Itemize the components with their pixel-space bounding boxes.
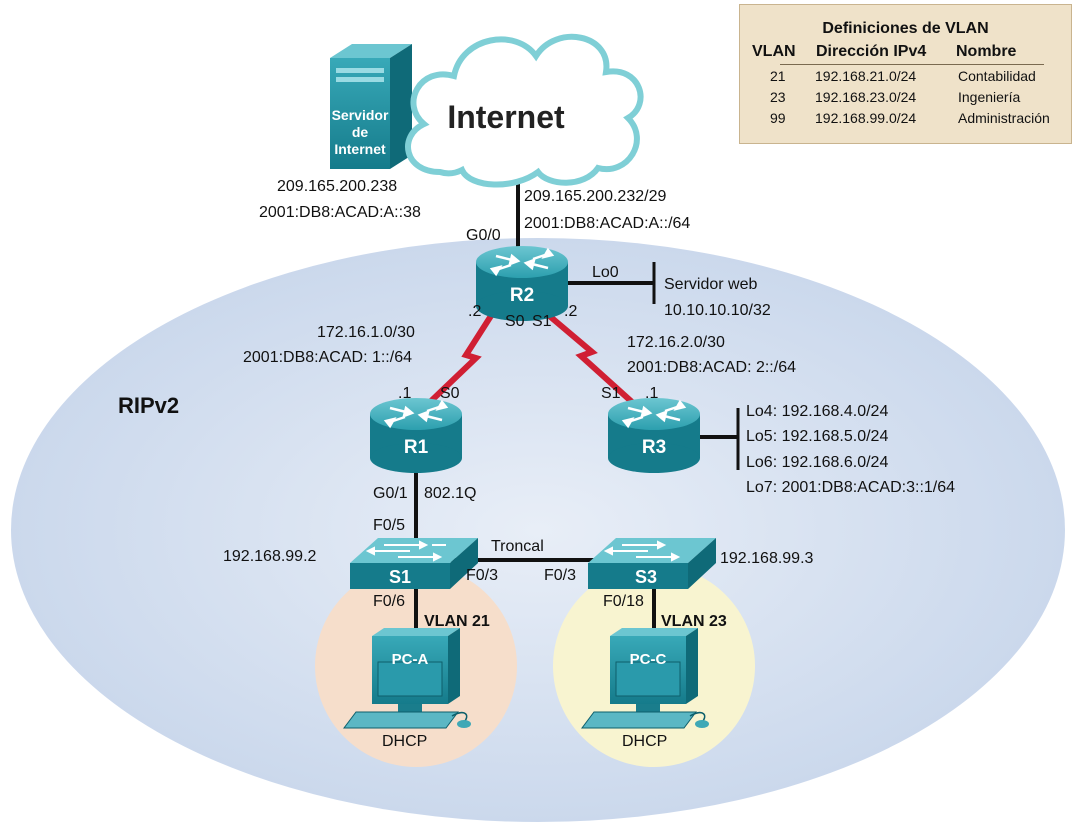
net-r1-r2-ipv6-label: 2001:DB8:ACAD: 1::/64: [243, 349, 412, 366]
isp-network-ipv6-label: 2001:DB8:ACAD:A::/64: [524, 215, 690, 232]
vlan23-label: VLAN 23: [661, 613, 727, 630]
r3-s1-label: S1: [601, 385, 621, 402]
router-r3[interactable]: R3: [608, 398, 700, 473]
vlan-row-1-ipv4: 192.168.21.0/24: [815, 68, 917, 84]
s1-f03-label: F0/3: [466, 567, 498, 584]
vlan21-label: VLAN 21: [424, 613, 490, 630]
s3-f018-label: F0/18: [603, 593, 644, 610]
server-label-line3: Internet: [334, 141, 386, 157]
r2-s1-host-label: .2: [564, 303, 577, 320]
vlan-header-name: Nombre: [956, 43, 1017, 60]
pc-a-label: PC-A: [392, 651, 429, 668]
r3-label: R3: [642, 437, 666, 458]
server-ipv6-label: 2001:DB8:ACAD:A::38: [259, 204, 421, 221]
server-label-line1: Servidor: [332, 107, 389, 123]
pc-a[interactable]: PC-A: [343, 628, 471, 729]
r2-s0-label: S0: [505, 313, 525, 330]
r3-s1-host-label: .1: [645, 385, 658, 402]
r3-lo6-label: Lo6: 192.168.6.0/24: [746, 454, 888, 471]
r3-lo7-label: Lo7: 2001:DB8:ACAD:3::1/64: [746, 479, 955, 496]
serial-link-r2-r3: [538, 305, 635, 405]
pc-c[interactable]: PC-C: [581, 628, 709, 729]
r2-label: R2: [510, 285, 534, 306]
server-label-line2: de: [352, 124, 369, 140]
pc-c-address-label: DHCP: [622, 733, 667, 750]
s1-label: S1: [389, 567, 411, 587]
net-r2-r3-ipv4-label: 172.16.2.0/30: [627, 334, 725, 351]
r1-label: R1: [404, 437, 429, 458]
r3-lo5-label: Lo5: 192.168.5.0/24: [746, 428, 888, 445]
vlan-definitions-table: Definiciones de VLAN VLAN Dirección IPv4…: [739, 4, 1072, 144]
r1-g01-label: G0/1: [373, 485, 408, 502]
trunk-label: Troncal: [491, 538, 544, 555]
r2-s0-host-label: .2: [468, 303, 481, 320]
vlan-row-2-name: Ingeniería: [958, 89, 1021, 105]
vlan-row-3-id: 99: [770, 110, 786, 126]
vlan-header-ipv4: Dirección IPv4: [816, 43, 927, 60]
vlan-table-title: Definiciones de VLAN: [822, 20, 989, 37]
vlan-row-1-name: Contabilidad: [958, 68, 1036, 84]
s3-label: S3: [635, 567, 657, 587]
vlan-row-2-ipv4: 192.168.23.0/24: [815, 89, 917, 105]
routing-protocol-label: RIPv2: [118, 393, 179, 418]
vlan-row-2-id: 23: [770, 89, 786, 105]
vlan-row-1-id: 21: [770, 68, 786, 84]
vlan-row-3-name: Administración: [958, 110, 1050, 126]
router-r1[interactable]: R1: [370, 398, 462, 473]
s3-f03-label: F0/3: [544, 567, 576, 584]
switch-s3[interactable]: S3: [588, 538, 716, 589]
r1-s0-label: S0: [440, 385, 460, 402]
internet-label: Internet: [447, 99, 565, 135]
net-r1-r2-ipv4-label: 172.16.1.0/30: [317, 324, 415, 341]
r3-lo4-label: Lo4: 192.168.4.0/24: [746, 403, 888, 420]
net-r2-r3-ipv6-label: 2001:DB8:ACAD: 2::/64: [627, 359, 796, 376]
router-r2[interactable]: R2: [476, 246, 568, 321]
isp-network-ipv4-label: 209.165.200.232/29: [524, 188, 666, 205]
vlan-table-divider: [780, 64, 1044, 65]
r2-lo0-label: Lo0: [592, 264, 619, 281]
r2-s1-label: S1: [532, 313, 552, 330]
ripv2-area: [11, 238, 1065, 822]
s1-ip-label: 192.168.99.2: [223, 548, 317, 565]
pc-a-address-label: DHCP: [382, 733, 427, 750]
s3-ip-label: 192.168.99.3: [720, 550, 814, 567]
switch-s1[interactable]: S1: [350, 538, 478, 589]
internet-server[interactable]: Servidor de Internet: [330, 44, 412, 169]
dot1q-label: 802.1Q: [424, 485, 476, 502]
r1-s0-host-label: .1: [398, 385, 411, 402]
serial-link-r1-r2: [427, 306, 499, 405]
r2-g00-label: G0/0: [466, 227, 501, 244]
server-ipv4-label: 209.165.200.238: [277, 178, 397, 195]
vlan-header-vlan: VLAN: [752, 43, 796, 60]
s1-f05-label: F0/5: [373, 517, 405, 534]
vlan-row-3-ipv4: 192.168.99.0/24: [815, 110, 917, 126]
s1-f06-label: F0/6: [373, 593, 405, 610]
web-server-label: Servidor web: [664, 276, 757, 293]
pc-c-label: PC-C: [630, 651, 667, 668]
web-server-ip-label: 10.10.10.10/32: [664, 302, 771, 319]
internet-cloud: Internet: [405, 33, 644, 188]
